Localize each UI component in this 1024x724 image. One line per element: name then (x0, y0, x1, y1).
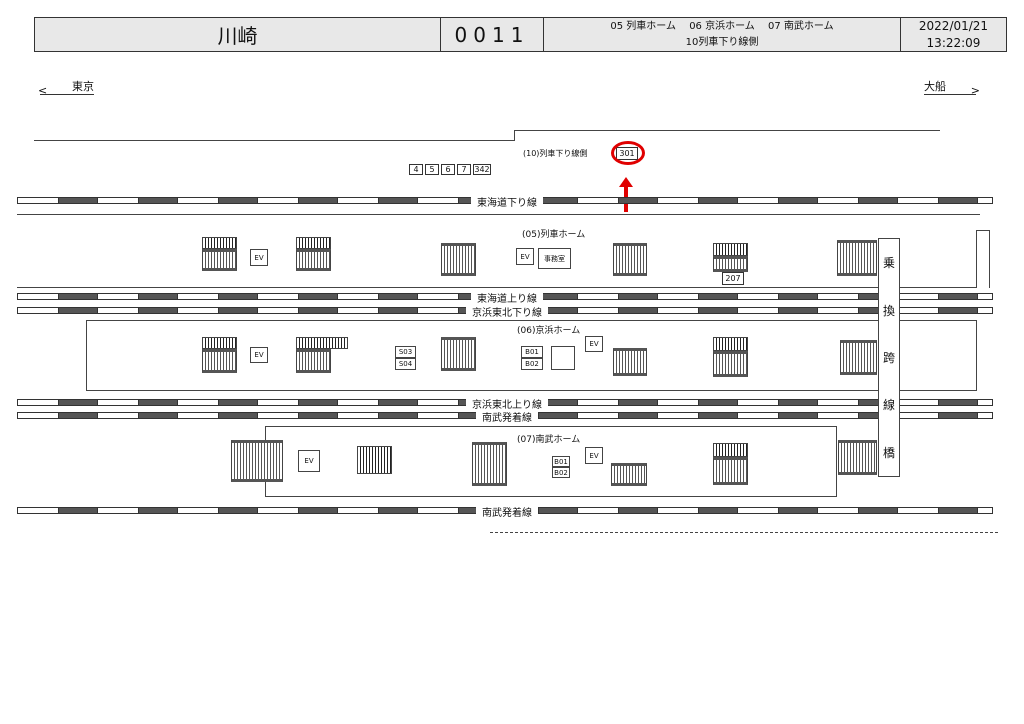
escalator (202, 337, 237, 349)
bridge-char: 跨 (882, 350, 895, 365)
car-number: 6 (441, 164, 455, 175)
wall-line (514, 130, 940, 131)
header-bar: 川崎 0011 05 列車ホーム 06 京浜ホーム 07 南武ホーム 10列車下… (34, 17, 1007, 52)
car-number: 5 (425, 164, 439, 175)
transfer-bridge[interactable]: 乗 換 跨 線 橋 (878, 238, 900, 477)
stairs (837, 240, 877, 276)
wall-line (34, 140, 515, 141)
escalator (713, 243, 748, 256)
stairs (613, 348, 647, 376)
highlight-circle (611, 141, 645, 165)
wall-line (514, 130, 515, 141)
direction-tokyo-label: 東京 (72, 80, 94, 93)
bridge-char: 乗 (882, 256, 895, 271)
stairs (202, 349, 237, 373)
elevator[interactable]: EV (585, 336, 603, 352)
elevator[interactable]: EV (298, 450, 320, 472)
station-code: 0011 (441, 18, 544, 51)
car-number: 342 (473, 164, 491, 175)
arrow-right-icon: > (970, 84, 980, 97)
escalator (713, 337, 748, 351)
stairs (613, 243, 647, 276)
locker-b01[interactable]: B01 (552, 456, 570, 467)
locker-b01[interactable]: B01 (521, 346, 543, 358)
stairs (713, 256, 748, 272)
exit-207[interactable]: 207 (722, 272, 744, 285)
stairs (441, 337, 476, 371)
stairs (611, 463, 647, 486)
arrow-left-icon: < (38, 84, 48, 97)
time: 13:22:09 (926, 35, 981, 50)
track-label: 京浜東北上り線 (466, 396, 548, 411)
track-label: 南武発着線 (476, 409, 538, 424)
stairs (713, 457, 748, 485)
datetime: 2022/01/21 13:22:09 (901, 18, 1006, 51)
stairs (713, 351, 748, 377)
locker-s04[interactable]: S04 (395, 358, 416, 370)
platform-05-end (976, 230, 990, 288)
locker-b02[interactable]: B02 (552, 467, 570, 478)
stairs (838, 440, 877, 475)
car-number: 7 (457, 164, 471, 175)
escalator (296, 237, 331, 249)
direction-tokyo: < 東京 (38, 78, 94, 97)
elevator[interactable]: EV (585, 447, 603, 464)
track-label: 東海道下り線 (471, 194, 543, 209)
stairs (840, 340, 877, 375)
locker-b02[interactable]: B02 (521, 358, 543, 370)
bridge-char: 線 (882, 398, 895, 413)
escalator (296, 337, 348, 349)
side-info: 10列車下り線側 (685, 36, 759, 48)
elevator[interactable]: EV (250, 347, 268, 363)
platform-05-label[interactable]: (05)列車ホーム (522, 230, 586, 240)
track-label: 南武発着線 (476, 504, 538, 519)
facility-box (551, 346, 575, 370)
stairs (231, 440, 283, 482)
platform-07-label[interactable]: (07)南武ホーム (517, 435, 581, 445)
station-name: 川崎 (35, 18, 441, 51)
date: 2022/01/21 (918, 18, 989, 33)
escalator (713, 443, 748, 457)
track-label: 東海道上り線 (471, 290, 543, 305)
bridge-char: 橋 (882, 445, 895, 460)
escalator (202, 237, 237, 249)
direction-ofuna: 大船 > (924, 78, 980, 97)
platform-05-edge (17, 214, 980, 215)
boundary-dashed-line (490, 532, 998, 533)
stairs (296, 249, 331, 271)
stairs (296, 349, 331, 373)
office[interactable]: 事務室 (538, 248, 571, 269)
platform-05-edge (17, 287, 980, 288)
platform-list: 05 列車ホーム 06 京浜ホーム 07 南武ホーム (610, 20, 834, 32)
red-arrowhead-icon (619, 177, 633, 187)
marker-label: (10)列車下り線側 (523, 149, 588, 158)
elevator[interactable]: EV (250, 249, 268, 266)
stairs (472, 442, 507, 486)
car-number: 4 (409, 164, 423, 175)
escalator (357, 446, 392, 474)
locker-s03[interactable]: S03 (395, 346, 416, 358)
bridge-char: 換 (882, 303, 895, 318)
track-label: 京浜東北下り線 (466, 304, 548, 319)
platform-info: 05 列車ホーム 06 京浜ホーム 07 南武ホーム 10列車下り線側 (544, 18, 901, 51)
platform-06-label[interactable]: (06)京浜ホーム (517, 326, 581, 336)
direction-ofuna-label: 大船 (924, 80, 946, 93)
stairs (202, 249, 237, 271)
platform-06 (86, 320, 977, 391)
elevator[interactable]: EV (516, 248, 534, 265)
stairs (441, 243, 476, 276)
